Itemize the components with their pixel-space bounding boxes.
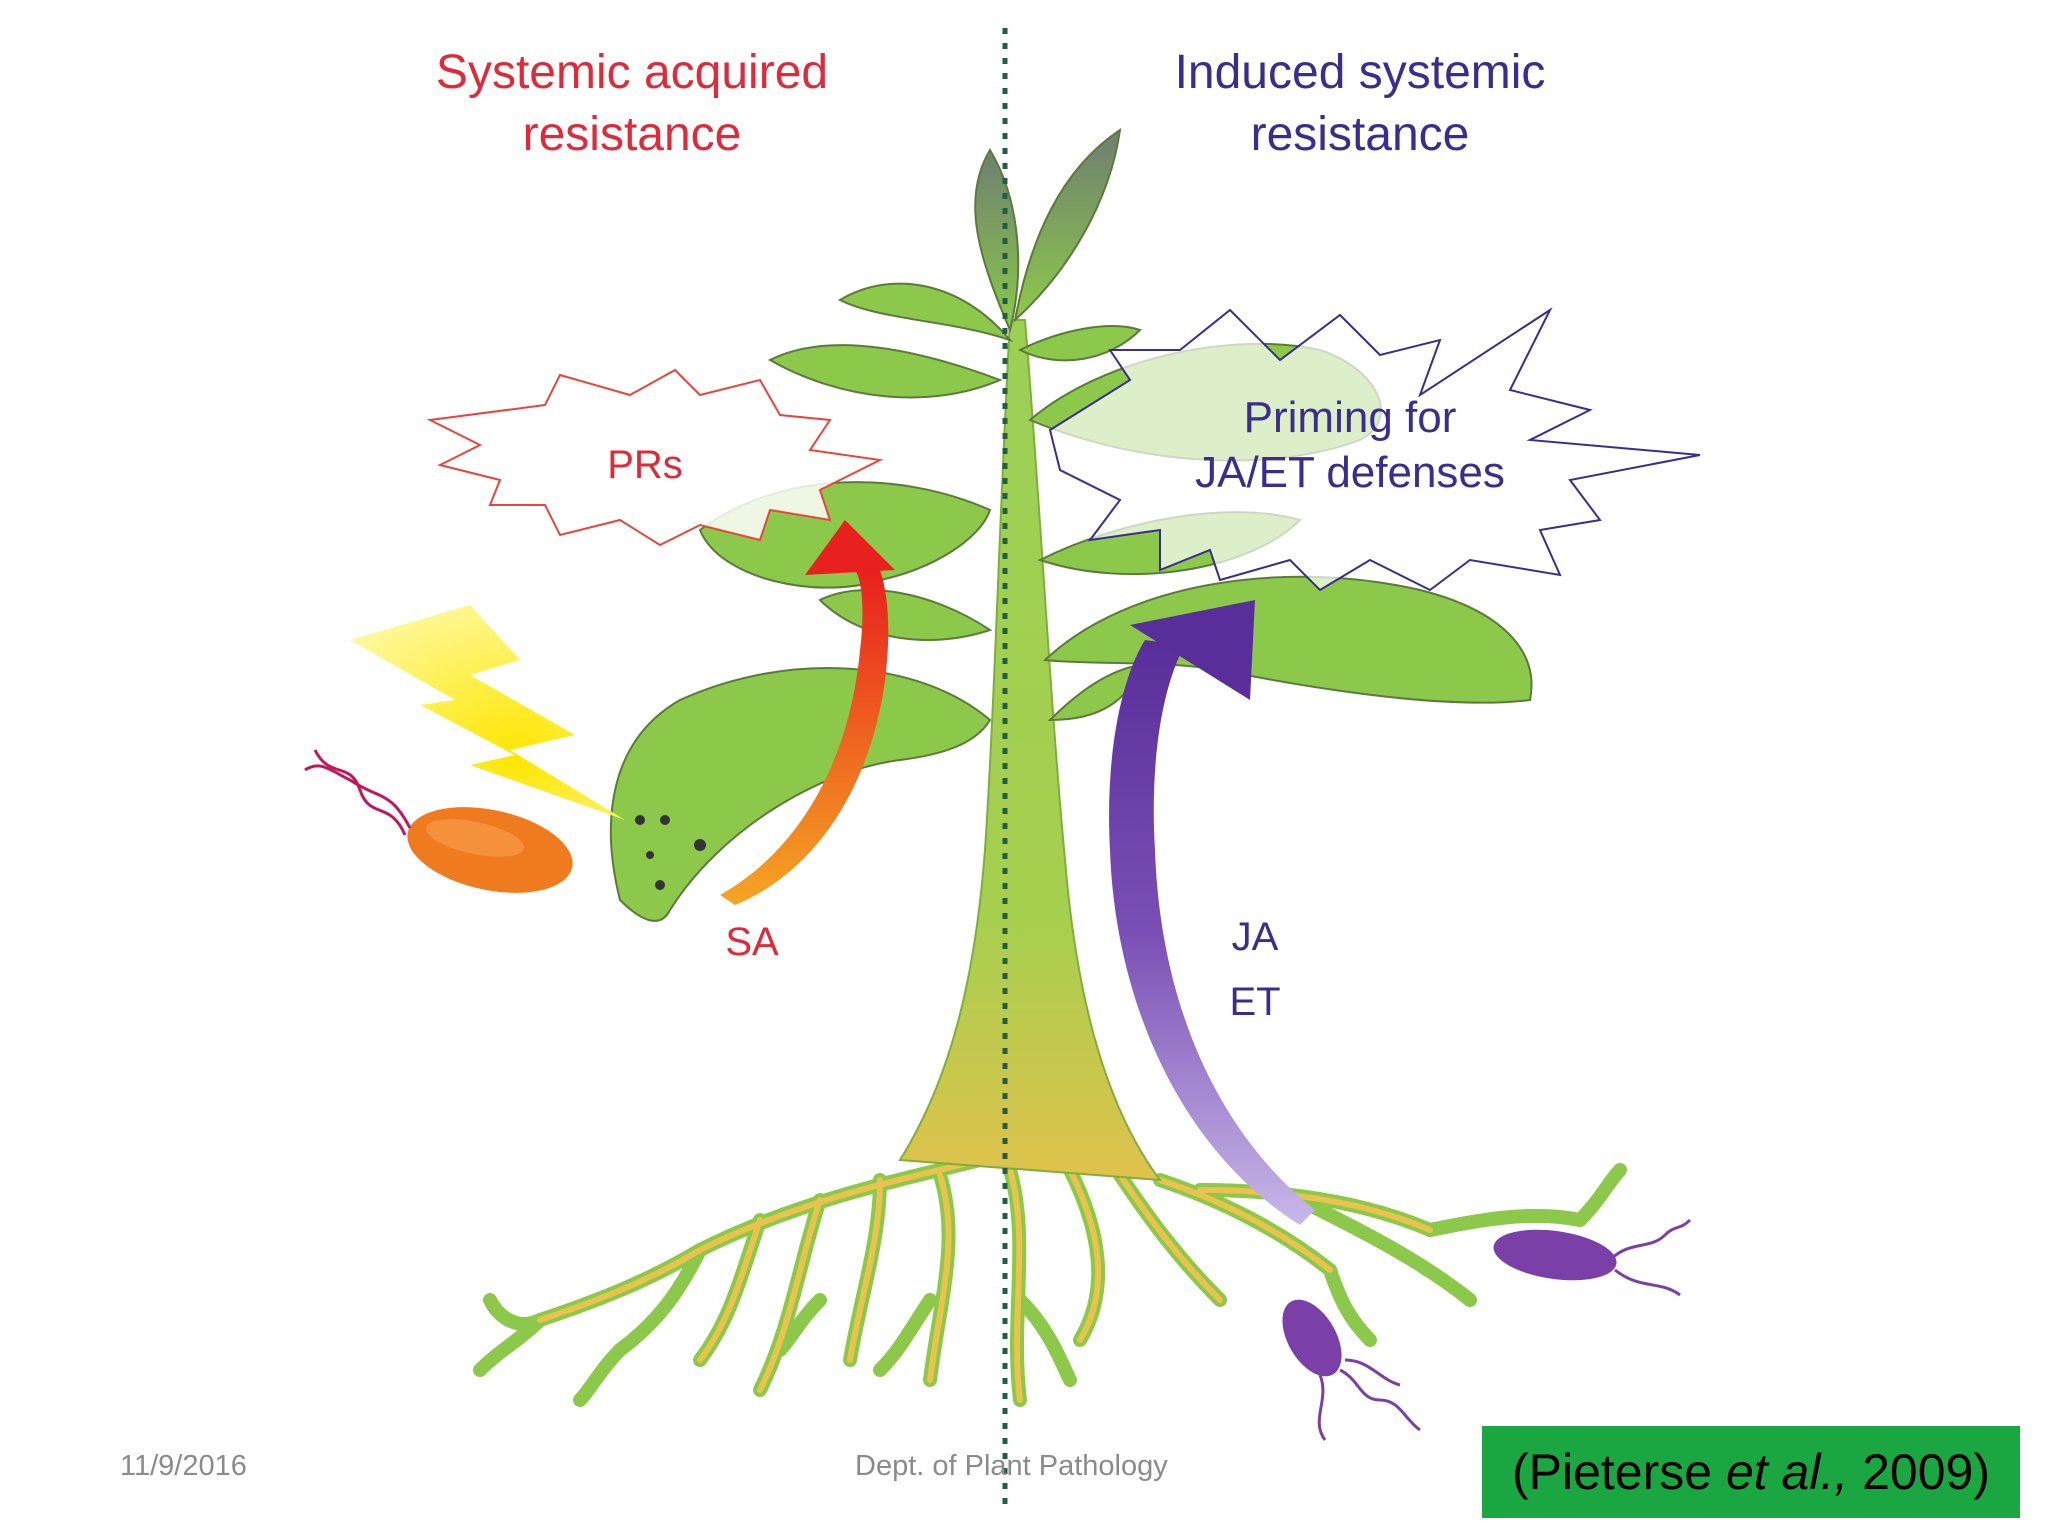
- top-leaves: [837, 127, 1142, 362]
- sa-arrow: [720, 520, 895, 905]
- et-label: ET: [1229, 980, 1280, 1024]
- sar-title-line2: resistance: [523, 108, 742, 161]
- sar-title-line1: Systemic acquired: [436, 46, 828, 99]
- sa-label: SA: [725, 920, 779, 964]
- ja-et-arrow: [1109, 600, 1315, 1225]
- roots: [473, 1153, 1627, 1407]
- lightning-bolt-icon: [350, 605, 625, 820]
- footer-date: 11/9/2016: [120, 1450, 247, 1482]
- citation-open: (Pieterse: [1511, 1444, 1726, 1500]
- plant-stem: [898, 319, 1163, 1182]
- priming-label-line1: Priming for: [1244, 393, 1457, 442]
- beneficial-bacterium-icon: [1282, 1299, 1421, 1441]
- prs-label: PRs: [607, 443, 683, 487]
- priming-starburst: [1048, 307, 1701, 592]
- beneficial-bacterium-icon-2: [1493, 1218, 1692, 1297]
- infected-leaf: [609, 667, 992, 922]
- pathogen-bacterium-icon: [304, 749, 573, 893]
- citation-box: (Pieterse et al., 2009): [1482, 1426, 2020, 1518]
- citation-close: 2009): [1848, 1444, 1991, 1500]
- priming-label-line2: JA/ET defenses: [1195, 448, 1505, 497]
- footer-department: Dept. of Plant Pathology: [855, 1450, 1168, 1482]
- ja-label: JA: [1232, 915, 1279, 959]
- citation-italic: et al.,: [1725, 1444, 1849, 1500]
- prs-starburst: [426, 368, 884, 547]
- isr-title-line1: Induced systemic: [1175, 46, 1546, 99]
- isr-title-line2: resistance: [1251, 108, 1470, 161]
